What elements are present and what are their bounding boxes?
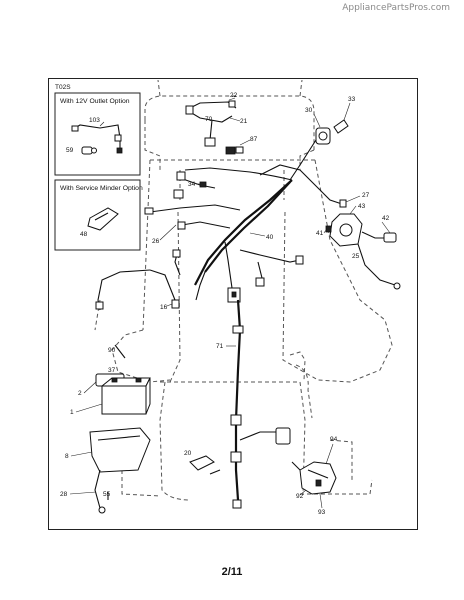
seat-switch: 20 xyxy=(184,450,215,471)
label-20: 20 xyxy=(184,450,192,457)
label-90-battery: 90 xyxy=(108,347,116,354)
label-41: 41 xyxy=(316,230,324,237)
label-22: 22 xyxy=(230,92,238,99)
label-48: 48 xyxy=(80,231,88,238)
rear-harness: 71 xyxy=(209,299,291,509)
label-42: 42 xyxy=(382,215,390,222)
label-2: 2 xyxy=(78,390,82,397)
diagram-code: T02S xyxy=(55,84,71,91)
label-34: 34 xyxy=(188,181,196,188)
main-harness: 34 27 43 42 41 40 26 25 16 xyxy=(95,164,390,311)
rear-module: 94 92 93 xyxy=(291,436,338,516)
label-40: 40 xyxy=(266,234,274,241)
inset-12v-outlet: With 12V Outlet Option 103 59 xyxy=(54,92,141,176)
label-25: 25 xyxy=(352,253,360,260)
page-number: 2/11 xyxy=(221,566,243,578)
label-28: 28 xyxy=(60,491,68,498)
label-70: 70 xyxy=(205,116,213,123)
label-94: 94 xyxy=(330,436,338,443)
label-59: 59 xyxy=(66,147,74,154)
top-harness: 22 70 21 87 xyxy=(185,92,258,155)
label-27: 27 xyxy=(362,192,370,199)
label-103: 103 xyxy=(89,117,100,124)
label-37: 37 xyxy=(108,367,116,374)
diagram-frame xyxy=(48,78,418,530)
label-21: 21 xyxy=(240,118,248,125)
label-26: 26 xyxy=(152,238,160,245)
label-33: 33 xyxy=(348,96,356,103)
label-43: 43 xyxy=(358,203,366,210)
label-55: 55 xyxy=(103,491,111,498)
starter-solenoid xyxy=(323,195,401,290)
inset-12v-title: With 12V Outlet Option xyxy=(60,98,130,105)
label-87: 87 xyxy=(250,136,258,143)
inset-service-minder-title: With Service Minder Option xyxy=(60,185,143,192)
label-16: 16 xyxy=(160,304,168,311)
ignition-switch: 30 33 xyxy=(289,96,356,181)
label-92: 92 xyxy=(296,493,304,500)
label-1: 1 xyxy=(70,409,74,416)
battery-assembly: 90 37 2 1 8 28 55 xyxy=(60,344,151,514)
label-8: 8 xyxy=(65,453,69,460)
watermark: AppliancePartsPros.com xyxy=(342,3,450,13)
inset-service-minder: With Service Minder Option 48 xyxy=(54,179,143,251)
label-30: 30 xyxy=(305,107,313,114)
label-93: 93 xyxy=(318,509,326,516)
label-71: 71 xyxy=(216,343,224,350)
